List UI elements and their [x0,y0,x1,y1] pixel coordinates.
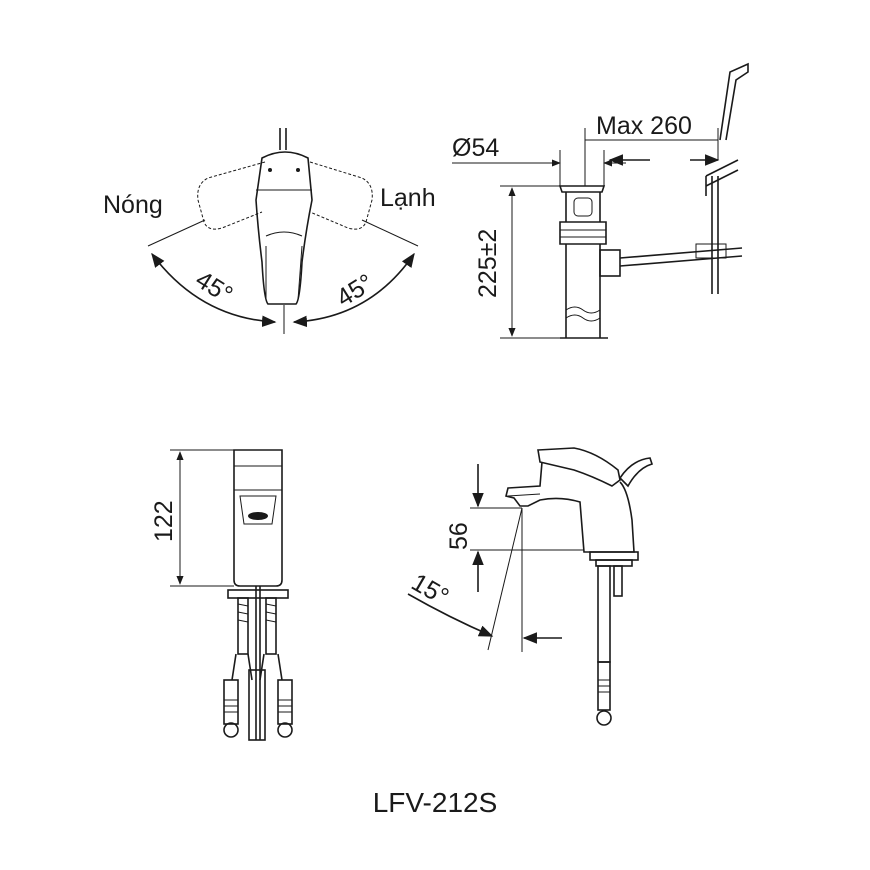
drain-cap [558,185,606,193]
side-view: 56 15° [407,447,654,726]
linkage-rod [619,247,743,259]
spout-height-label: 56 [445,522,473,550]
front-height-label: 122 [150,500,178,542]
hose-right [277,679,293,725]
rotation-arc-left [151,252,277,328]
model-label: LFV-212S [373,787,498,818]
supply-pipe [597,565,611,663]
hose-left [223,679,239,725]
drain-view: Max 260 Ø54 225±2 [452,62,749,339]
faucet-front-body [233,449,283,587]
angle-left-label: 45° [191,266,238,310]
front-view: 122 [150,449,293,741]
handle-body [255,151,313,305]
drain-height-label: 225±2 [474,229,502,298]
spout-angle-label: 15° [407,568,454,611]
pull-rod [711,176,719,294]
hot-label: Nóng [103,191,163,219]
diameter-label: Ø54 [452,134,499,162]
handle-left-position [197,161,266,230]
rotation-arc-right [292,252,415,328]
aerator [248,512,268,520]
faucet-side-handle [537,447,621,487]
drain-pipe [565,244,601,338]
handle-right-position [309,161,373,230]
max-length-label: Max 260 [596,112,692,140]
faucet-side-body [505,461,635,553]
angle-right-label: 45° [332,269,379,313]
cold-label: Lạnh [380,184,436,212]
top-view: Nóng Lạnh 45° 45° [103,128,436,334]
